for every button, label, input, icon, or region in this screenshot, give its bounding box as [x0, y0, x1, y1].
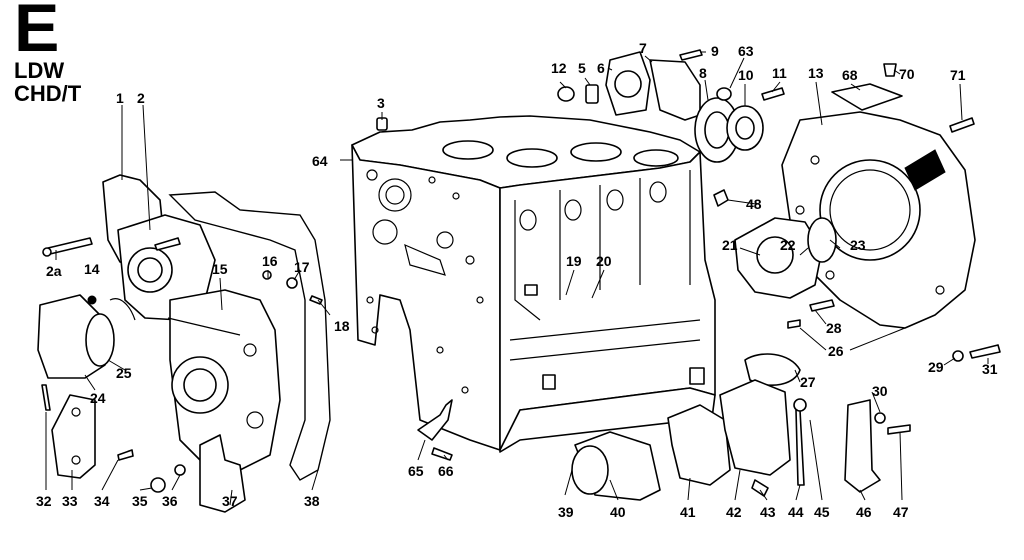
callout-25: 25 [116, 365, 132, 381]
callout-22: 22 [780, 237, 796, 253]
flywheel-housing [713, 111, 1001, 362]
callout-9: 9 [711, 43, 719, 59]
callout-6: 6 [597, 60, 605, 76]
callout-37: 37 [222, 493, 238, 509]
callout-15: 15 [212, 261, 228, 277]
timing-cover-group [37, 174, 331, 513]
callout-47: 47 [893, 504, 909, 520]
callout-labels: 1 2 2a 3 5 6 7 8 9 10 11 12 13 14 15 16 … [36, 40, 998, 520]
callout-39: 39 [558, 504, 574, 520]
callout-19: 19 [566, 253, 582, 269]
section-letter: E [14, 0, 59, 66]
callout-45: 45 [814, 504, 830, 520]
callout-20: 20 [596, 253, 612, 269]
callout-41: 41 [680, 504, 696, 520]
callout-33: 33 [62, 493, 78, 509]
engine-block [351, 115, 716, 453]
callout-14: 14 [84, 261, 100, 277]
callout-24: 24 [90, 390, 106, 406]
callout-3: 3 [377, 95, 385, 111]
callout-2: 2 [137, 90, 145, 106]
callout-2a: 2a [46, 263, 62, 279]
callout-30: 30 [872, 383, 888, 399]
callout-36: 36 [162, 493, 178, 509]
callout-23: 23 [850, 237, 866, 253]
top-small-parts [376, 49, 975, 163]
callout-46: 46 [856, 504, 872, 520]
callout-66: 66 [438, 463, 454, 479]
callout-12: 12 [551, 60, 567, 76]
callout-71: 71 [950, 67, 966, 83]
callout-29: 29 [928, 359, 944, 375]
callout-11: 11 [772, 65, 787, 81]
callout-32: 32 [36, 493, 52, 509]
callout-63: 63 [738, 43, 754, 59]
callout-42: 42 [726, 504, 742, 520]
bottom-parts [417, 353, 911, 501]
callout-48: 48 [746, 196, 762, 212]
callout-26: 26 [828, 343, 844, 359]
callout-38: 38 [304, 493, 320, 509]
callout-34: 34 [94, 493, 110, 509]
callout-7: 7 [639, 40, 647, 56]
callout-13: 13 [808, 65, 824, 81]
leader-lines [45, 51, 989, 506]
callout-5: 5 [578, 60, 586, 76]
callout-65: 65 [408, 463, 424, 479]
callout-8: 8 [699, 65, 707, 81]
engine-model-label: LDW [14, 58, 65, 83]
callout-1: 1 [116, 90, 124, 106]
callout-40: 40 [610, 504, 626, 520]
callout-43: 43 [760, 504, 776, 520]
callout-10: 10 [738, 67, 754, 83]
callout-64: 64 [312, 153, 328, 169]
callout-44: 44 [788, 504, 804, 520]
callout-17: 17 [294, 259, 310, 275]
callout-35: 35 [132, 493, 148, 509]
callout-21: 21 [722, 237, 738, 253]
callout-27: 27 [800, 374, 816, 390]
callout-28: 28 [826, 320, 842, 336]
engine-variant-label: CHD/T [14, 81, 82, 106]
callout-68: 68 [842, 67, 858, 83]
callout-18: 18 [334, 318, 350, 334]
callout-16: 16 [262, 253, 278, 269]
callout-31: 31 [982, 361, 998, 377]
callout-70: 70 [899, 66, 915, 82]
